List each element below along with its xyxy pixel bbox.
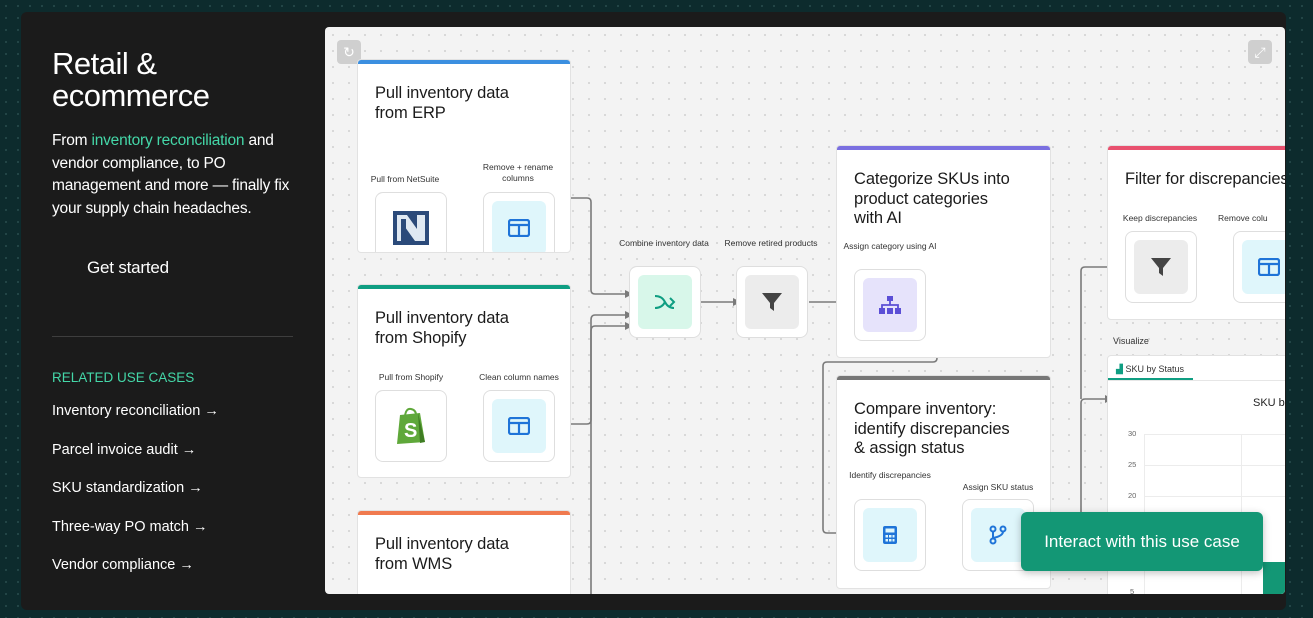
- remove-retired-label: Remove retired products: [724, 238, 818, 248]
- step-label: Assign SKU status: [962, 482, 1034, 492]
- desc-prefix: From: [52, 132, 92, 149]
- description: From inventory reconciliation and vendor…: [52, 130, 302, 220]
- chart-bar: [1263, 562, 1285, 594]
- step-label: Pull from Shopify: [378, 372, 444, 382]
- chart-title: SKU b: [1253, 397, 1285, 409]
- grid-line: [1144, 465, 1285, 466]
- visualize-label: Visualize: [1113, 336, 1149, 346]
- related-link-sku-standardization[interactable]: SKU standardization →: [52, 480, 203, 496]
- clean-columns-node[interactable]: [483, 390, 555, 462]
- related-link-parcel-invoice-audit[interactable]: Parcel invoice audit →: [52, 442, 197, 458]
- divider: [52, 336, 293, 337]
- netsuite-node[interactable]: [375, 192, 447, 252]
- step-label: Pull from NetSuite: [370, 174, 440, 184]
- related-link-three-way-po-match[interactable]: Three-way PO match →: [52, 519, 208, 535]
- svg-text:S: S: [404, 420, 417, 442]
- grid-line: [1144, 434, 1285, 435]
- card-title: Compare inventory:identify discrepancies…: [854, 400, 1010, 457]
- y-tick: 30: [1128, 429, 1137, 438]
- merge-icon: [638, 275, 692, 329]
- y-tick: 25: [1128, 460, 1137, 469]
- desc-suffix: and vendor compliance, to PO management …: [52, 132, 290, 217]
- remove-columns-node[interactable]: [1233, 231, 1285, 303]
- related-heading: RELATED USE CASES: [52, 370, 195, 385]
- interact-use-case-button[interactable]: Interact with this use case: [1021, 512, 1263, 571]
- step-label: Clean column names: [479, 372, 559, 382]
- title-line1: Retail &: [52, 46, 157, 81]
- title-line2: ecommerce: [52, 78, 210, 113]
- remove-rename-node[interactable]: [483, 192, 555, 252]
- calculator-icon: [863, 508, 917, 562]
- card-compare[interactable]: Compare inventory:identify discrepancies…: [836, 375, 1051, 589]
- shopify-node[interactable]: S: [375, 390, 447, 462]
- card-accent-bar: [1108, 146, 1285, 150]
- related-link-vendor-compliance[interactable]: Vendor compliance →: [52, 557, 194, 573]
- combine-label: Combine inventory data: [619, 238, 709, 248]
- card-title: Filter for discrepancies: [1125, 170, 1285, 188]
- step-label: Remove + rename columns: [482, 162, 554, 183]
- card-accent-bar: [358, 511, 570, 515]
- y-tick: 20: [1128, 491, 1137, 500]
- tab-sku-by-status[interactable]: ▟ SKU by Status: [1108, 356, 1193, 380]
- keep-discrepancies-node[interactable]: [1125, 231, 1197, 303]
- step-label: Remove colu: [1218, 213, 1268, 223]
- shopify-logo-icon: S: [384, 399, 438, 453]
- card-filter[interactable]: Filter for discrepancies Keep discrepanc…: [1107, 145, 1285, 320]
- card-accent-bar: [837, 376, 1050, 380]
- table-icon: [1242, 240, 1285, 294]
- table-icon: [492, 201, 546, 252]
- step-label: Assign category using AI: [843, 241, 937, 251]
- combine-node[interactable]: [629, 266, 701, 338]
- card-accent-bar: [358, 60, 570, 64]
- desc-highlight-link[interactable]: inventory reconciliation: [91, 132, 245, 149]
- use-case-panel: Retail & ecommerce From inventory reconc…: [21, 12, 1286, 610]
- filter-icon: [1134, 240, 1188, 294]
- card-accent-bar: [358, 285, 570, 289]
- branch-icon: [971, 508, 1025, 562]
- assign-category-node[interactable]: [854, 269, 926, 341]
- card-accent-bar: [837, 146, 1050, 150]
- step-label: Identify discrepancies: [849, 470, 931, 480]
- remove-retired-node[interactable]: [736, 266, 808, 338]
- hierarchy-icon: [863, 278, 917, 332]
- tab-divider: [1108, 380, 1285, 381]
- page-title: Retail & ecommerce: [52, 46, 210, 113]
- table-icon: [492, 399, 546, 453]
- bar-chart-icon: ▟: [1116, 364, 1123, 374]
- grid-line: [1144, 496, 1285, 497]
- y-tick: 5: [1130, 587, 1135, 594]
- step-label: Keep discrepancies: [1122, 213, 1198, 223]
- netsuite-logo-icon: [384, 201, 438, 252]
- expand-icon[interactable]: ⤢: [1248, 40, 1272, 64]
- get-started-button[interactable]: Get started: [87, 258, 169, 277]
- sidebar: Retail & ecommerce From inventory reconc…: [21, 12, 321, 610]
- identify-discrepancies-node[interactable]: [854, 499, 926, 571]
- related-link-inventory-reconciliation[interactable]: Inventory reconciliation →: [52, 403, 219, 419]
- filter-icon: [745, 275, 799, 329]
